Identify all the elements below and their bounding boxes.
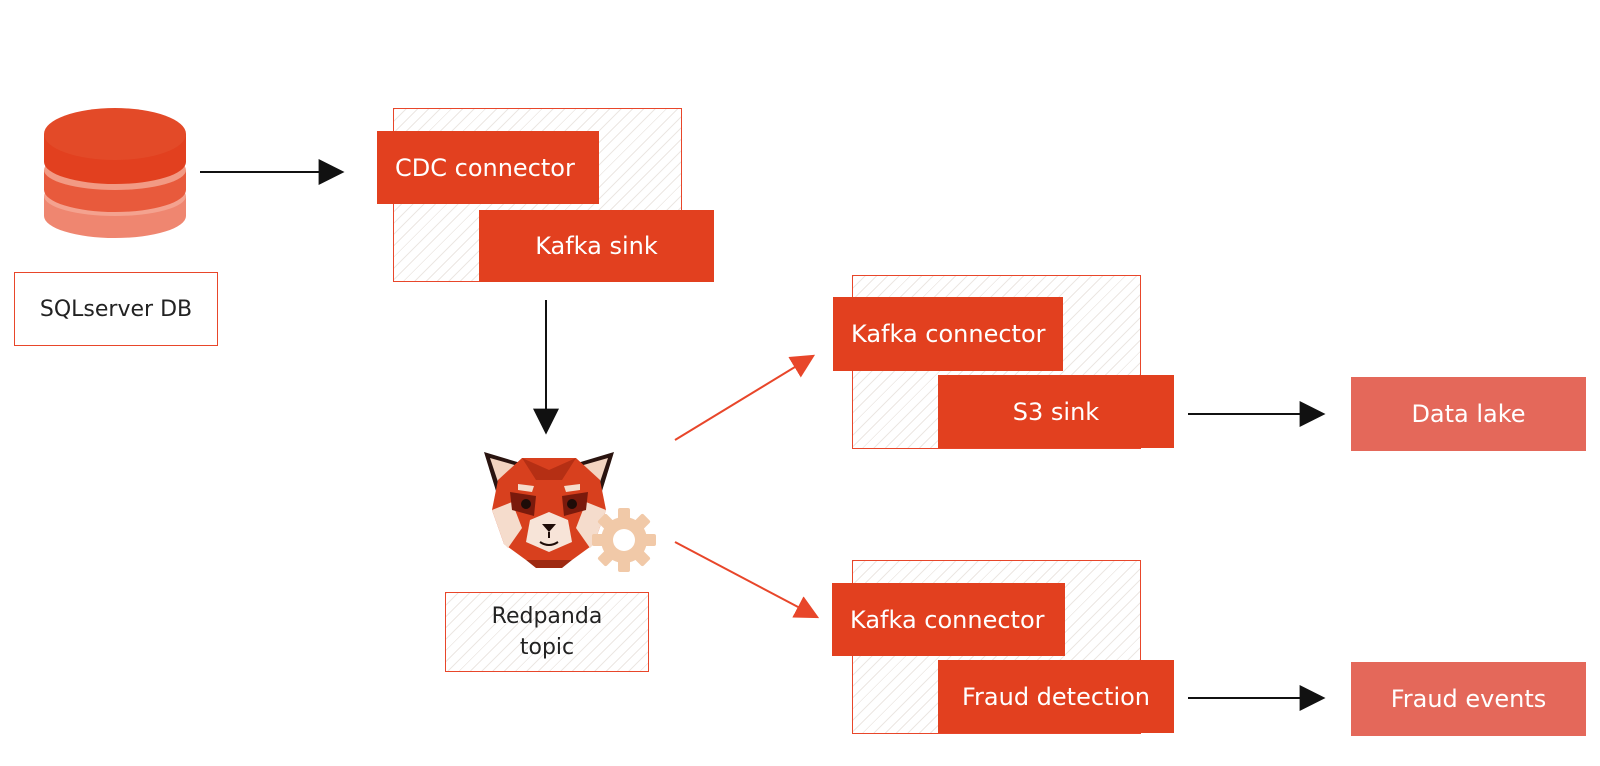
topic-label-line2: topic (519, 635, 575, 660)
cdc-connector-block: CDC connector (377, 131, 599, 204)
source-label-box: SQLserver DB (14, 272, 218, 346)
kafka-sink-label: Kafka sink (535, 232, 658, 260)
source-label: SQLserver DB (39, 296, 193, 322)
s3-sink-block: S3 sink (938, 375, 1174, 448)
cdc-connector-label: CDC connector (395, 153, 575, 182)
s3-sink-label: S3 sink (1012, 397, 1100, 426)
gear-icon (592, 508, 656, 572)
upper-kafka-connector-block: Kafka connector (833, 297, 1063, 371)
topic-label-box: Redpanda topic (445, 592, 649, 672)
data-lake-label: Data lake (1411, 400, 1526, 428)
redpanda-mascot-icon (484, 452, 614, 568)
data-lake-block: Data lake (1351, 377, 1586, 451)
fraud-events-label: Fraud events (1390, 685, 1547, 713)
arrow-topic-to-upper-connector (674, 354, 816, 441)
upper-kafka-connector-label: Kafka connector (851, 320, 1046, 348)
lower-kafka-connector-label: Kafka connector (850, 605, 1045, 634)
topic-label: Redpanda topic (446, 593, 648, 671)
database-icon (44, 108, 186, 238)
arrow-topic-to-lower-connector (674, 541, 820, 619)
lower-kafka-connector-block: Kafka connector (832, 583, 1065, 656)
fraud-detection-label: Fraud detection (961, 682, 1151, 711)
topic-label-line1: Redpanda (491, 604, 603, 629)
fraud-events-block: Fraud events (1351, 662, 1586, 736)
kafka-sink-block: Kafka sink (479, 210, 714, 282)
fraud-detection-block: Fraud detection (938, 660, 1174, 733)
